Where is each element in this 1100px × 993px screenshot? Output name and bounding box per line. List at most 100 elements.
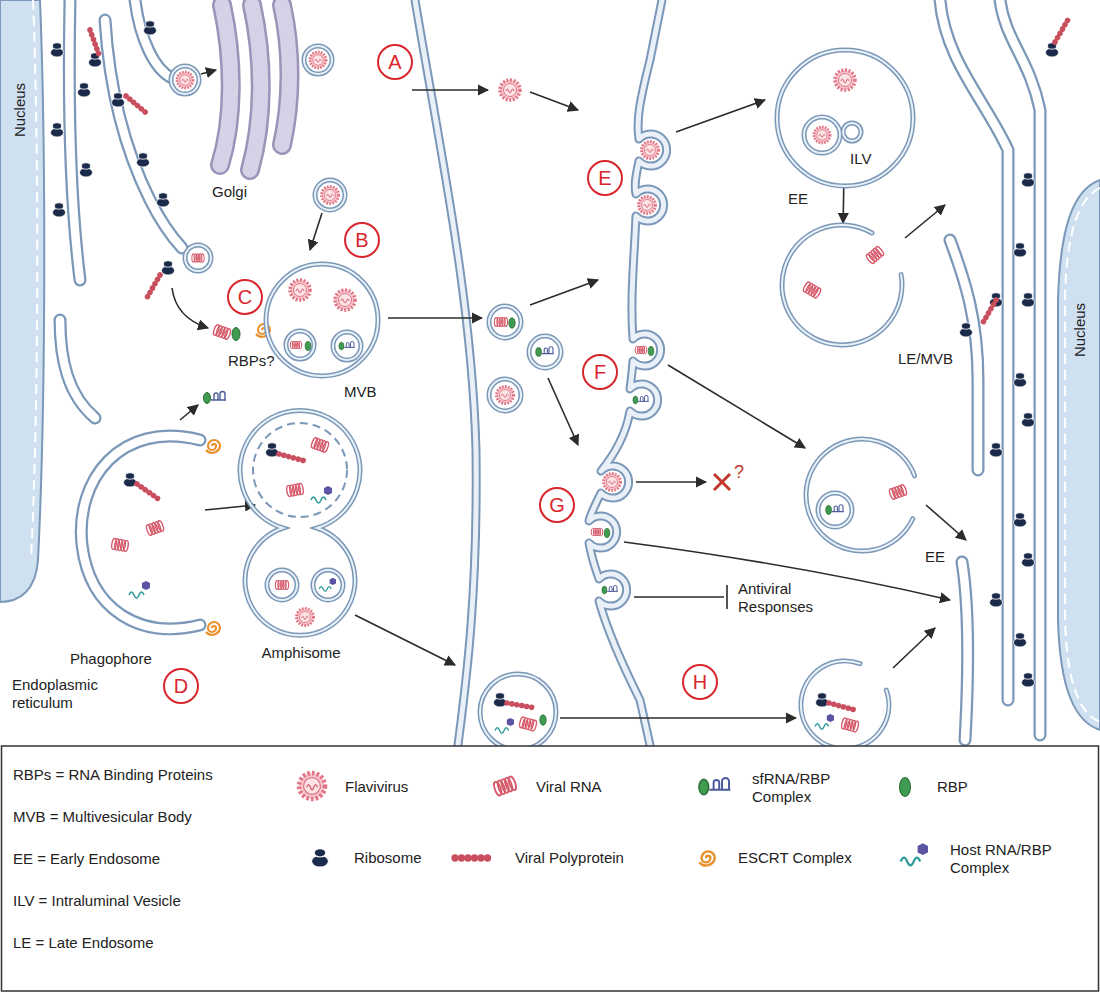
legend-frame	[2, 746, 1099, 991]
vesicle	[313, 570, 343, 600]
sfrna-complex-icon	[339, 341, 355, 349]
callout-circle: H	[682, 664, 718, 700]
ribosome-icon	[80, 163, 93, 177]
endoplasmic-reticulum	[69, 0, 80, 280]
vesicle	[480, 674, 556, 750]
nucleus	[1058, 180, 1100, 730]
vesicle	[801, 661, 889, 749]
legend-text: Flavivirus	[345, 778, 408, 796]
legend-text: sfRNA/RBP Complex	[752, 770, 842, 806]
callout-letter: G	[549, 495, 565, 515]
rbp-icon	[232, 318, 654, 725]
viral-rna-icon	[111, 538, 129, 552]
flavivirus-icon	[835, 70, 855, 90]
endoplasmic-reticulum	[950, 240, 978, 470]
abbreviation-note: EE = Early Endosome	[13, 850, 160, 868]
viral-rna-icon	[192, 254, 204, 262]
ribosome-icon	[990, 593, 1003, 607]
ribosome-icon	[1046, 43, 1059, 57]
legend-icon	[312, 849, 329, 867]
polyprotein-chain	[980, 296, 1000, 325]
viral-rna-icon	[802, 281, 822, 299]
ribosome-icon	[816, 693, 829, 707]
flow-arrow	[893, 628, 935, 668]
ribosome-icon	[990, 443, 1003, 457]
flow-arrow	[310, 213, 322, 250]
endoplasmic-reticulum	[60, 0, 1040, 740]
golgi	[220, 5, 290, 170]
flow-arrow	[560, 717, 796, 719]
nucleus	[0, 0, 1100, 730]
flow-arrow	[530, 280, 598, 305]
flavivirus-icon	[814, 127, 830, 143]
vesicle	[801, 661, 889, 749]
legend-icon	[299, 773, 928, 867]
vesicle	[286, 331, 314, 359]
connector-arrow	[842, 188, 844, 223]
vesicle	[171, 46, 889, 750]
ribosome-icon	[51, 43, 64, 57]
ribosome-icon	[137, 153, 150, 167]
blocked-mark	[714, 474, 730, 490]
compartment-label: Amphisome	[238, 644, 364, 662]
endoplasmic-reticulum	[950, 240, 978, 470]
vesicle	[843, 123, 861, 141]
sfrna-complex-icon	[826, 505, 844, 515]
viral-rna-icon	[494, 318, 507, 327]
vesicle	[804, 117, 840, 153]
sfrna-complex-icon	[204, 341, 844, 593]
rbp-icon	[540, 715, 546, 725]
golgi	[282, 5, 290, 145]
amphisome-outline	[240, 410, 360, 635]
rbp-icon	[604, 528, 610, 537]
legend-swatch	[899, 777, 911, 797]
vesicle	[185, 245, 211, 271]
abbreviation-note: ILV = Intraluminal Vesicle	[13, 892, 181, 910]
viral-rna-icon	[865, 246, 885, 265]
viral-rna-icon	[310, 437, 329, 453]
flow-arrow	[530, 92, 578, 110]
vesicle	[171, 66, 199, 94]
early-endosome-outline	[804, 437, 920, 553]
flow-arrow	[548, 378, 578, 445]
escrt-icon	[206, 324, 270, 635]
vesicle	[804, 117, 840, 153]
ribosome-icon	[51, 21, 1059, 707]
callout-circle: E	[587, 160, 623, 196]
flow-arrow	[172, 70, 966, 718]
ribosome-icon	[1022, 553, 1035, 567]
compartment-label: LE/MVB	[898, 350, 953, 368]
endoplasmic-reticulum	[135, 0, 172, 78]
flow-arrow	[636, 481, 706, 483]
vesicle	[333, 332, 361, 360]
nucleus	[31, 0, 37, 560]
abbreviation-note: LE = Late Endosome	[13, 934, 154, 952]
viral-rna-icon	[212, 324, 231, 340]
vesicle	[253, 423, 347, 517]
part-label: RBPs?	[228, 352, 275, 370]
legend-text: Viral RNA	[536, 778, 602, 796]
early-endosome-outline	[775, 48, 915, 188]
flavivirus-icon	[604, 474, 621, 491]
late-endosome-outline	[782, 225, 902, 345]
compartment-label: MVB	[344, 383, 377, 401]
viral-rna-icon	[290, 341, 301, 349]
callout-letter: C	[238, 287, 252, 307]
flavivirus-icon	[297, 609, 314, 626]
vesicle	[315, 180, 345, 210]
ribosome-icon	[112, 93, 125, 107]
flow-arrow	[388, 317, 482, 319]
blocked-mark	[714, 474, 730, 490]
sfrna-complex-icon	[633, 395, 649, 403]
polyprotein-chain	[1051, 17, 1071, 46]
vesicle	[333, 332, 361, 360]
rbp-icon	[509, 318, 515, 328]
flavivirus-icon	[642, 142, 659, 159]
amphisome-outline	[240, 410, 360, 635]
legend-text: Viral Polyprotein	[515, 849, 624, 867]
cell-membrane	[589, 0, 667, 745]
cell-membrane	[415, 0, 476, 745]
flow-arrow	[355, 615, 455, 665]
golgi	[220, 5, 290, 170]
